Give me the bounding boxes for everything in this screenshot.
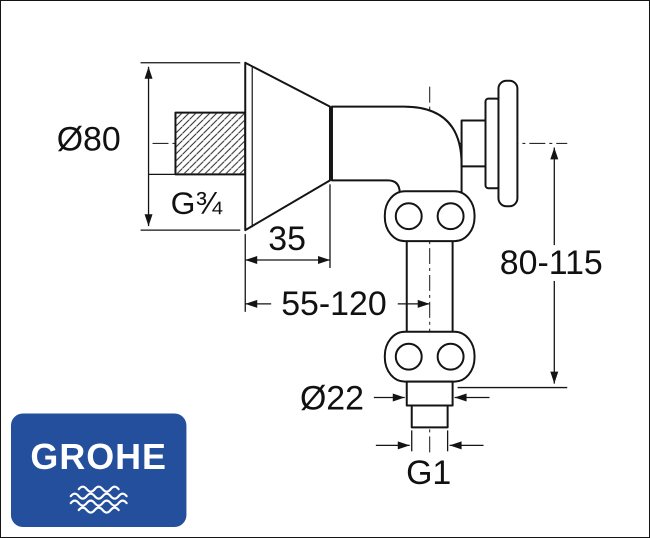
- inlet-stub: [174, 111, 247, 176]
- wave-icon: [69, 485, 128, 514]
- grohe-logo: GROHE: [10, 413, 187, 528]
- dim-outlet-thread: [375, 430, 484, 452]
- outlet-connector: [405, 380, 454, 429]
- label-horizontal-range: 55-120: [281, 285, 387, 323]
- label-escutcheon-diameter: Ø80: [57, 120, 121, 158]
- elbow-body: [330, 105, 463, 198]
- logo-background: [10, 413, 187, 528]
- valve-body: [174, 61, 519, 429]
- grohe-wordmark: GROHE: [30, 437, 167, 477]
- union-nut-upper: [383, 190, 476, 243]
- label-inlet-thread: G¾: [171, 185, 223, 221]
- handle-collar: [484, 97, 501, 190]
- dim-escutcheon-diameter: [140, 62, 241, 231]
- label-outlet-thread: G1: [406, 454, 451, 492]
- dim-cone-depth: [244, 184, 331, 312]
- union-nut-lower: [383, 330, 476, 383]
- dimension-labels: Ø80 G¾ 35 55-120 80-115 Ø22 G1: [57, 120, 617, 492]
- label-vertical-range: 80-115: [500, 244, 603, 282]
- valve-handle: [460, 79, 519, 208]
- label-cone-depth: 35: [268, 220, 306, 258]
- handle-neck: [460, 119, 489, 168]
- label-pipe-diameter: Ø22: [300, 379, 364, 417]
- escutcheon-cone: [244, 61, 331, 232]
- riser-pipe: [405, 241, 454, 332]
- handle-disc: [497, 79, 519, 208]
